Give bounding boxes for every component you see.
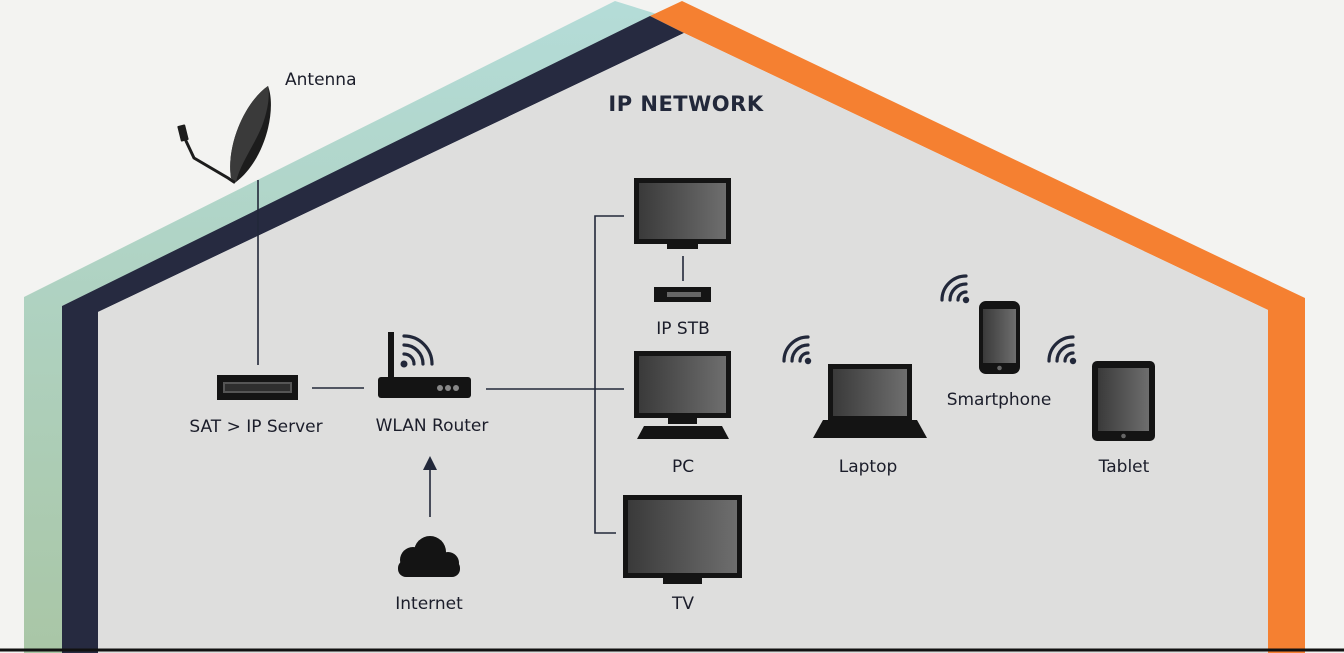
device-bus-line [594,215,624,534]
wifi-signal-icon [400,334,434,368]
tablet-wifi-icon [1047,335,1077,365]
pc-label: PC [672,457,694,477]
keyboard-icon [637,426,729,439]
arrow-up-icon [423,456,437,517]
set-top-box-icon [654,287,711,302]
tv-icon [623,495,742,584]
ip-stb-label: IP STB [656,319,710,339]
router-icon [378,332,471,398]
tablet-icon [1092,361,1155,441]
monitor-icon [634,178,731,249]
pc-monitor-icon [634,351,731,424]
connections [257,180,684,534]
cloud-icon [398,536,460,577]
diagram-title: IP NETWORK [608,92,763,116]
tv-label: TV [671,594,694,614]
laptop-wifi-icon [782,335,812,365]
antenna-label: Antenna [285,70,357,90]
laptop-label: Laptop [839,457,898,477]
smartphone-label: Smartphone [947,390,1052,410]
house-interior [98,33,1268,653]
house-outline [24,1,1305,653]
wlan-router-label: WLAN Router [376,416,489,436]
server-box-icon [217,375,298,400]
smartphone-icon [979,301,1020,374]
internet-label: Internet [395,594,463,614]
tablet-label: Tablet [1098,457,1150,477]
smartphone-wifi-icon [940,274,970,304]
sat-ip-server-label: SAT > IP Server [189,417,322,437]
satellite-dish-icon [177,86,271,184]
laptop-icon [813,364,927,438]
